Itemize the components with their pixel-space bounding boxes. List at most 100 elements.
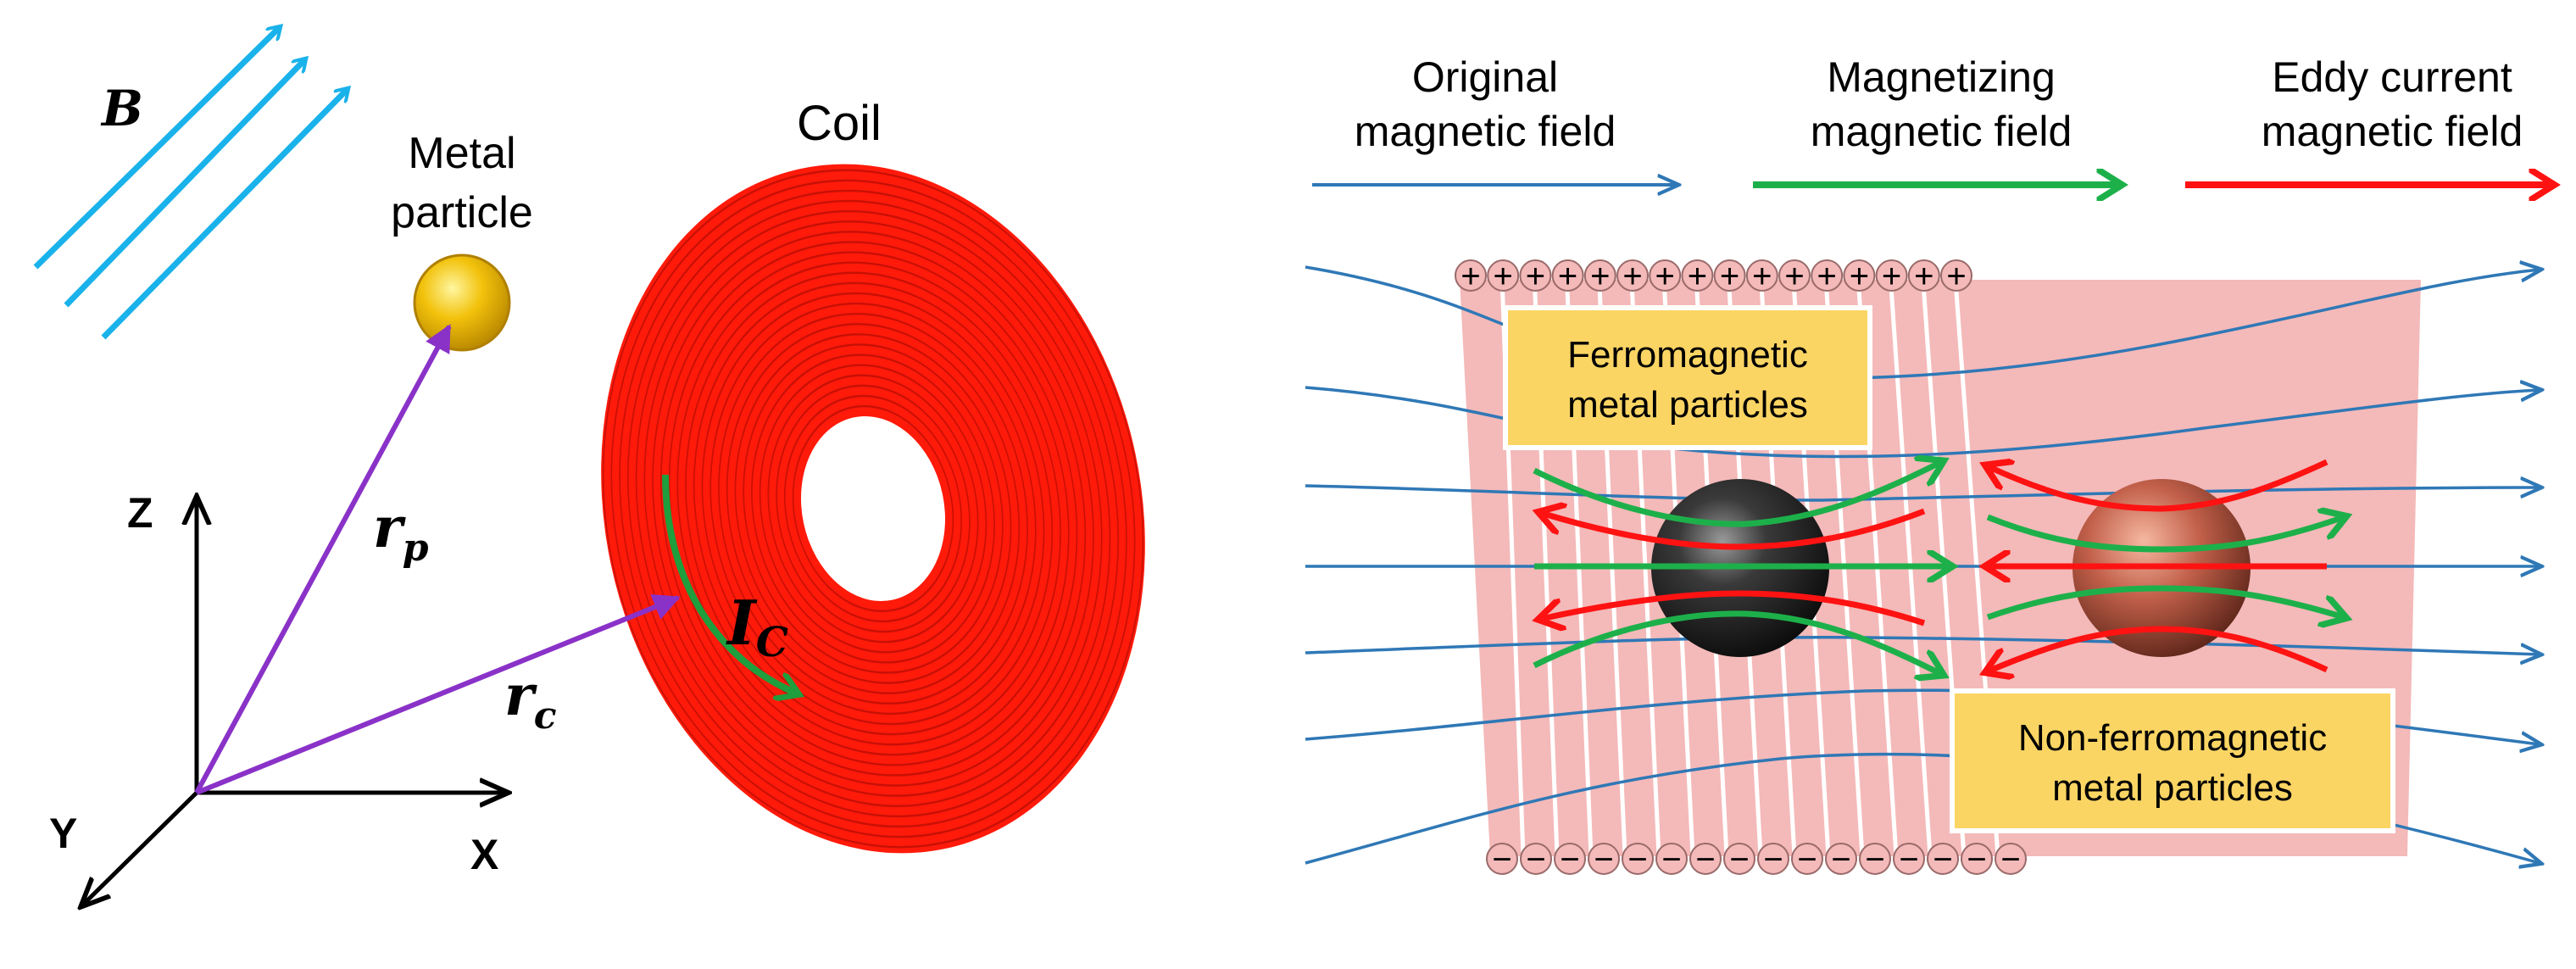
field-arrow (64, 59, 305, 308)
svg-text:+: + (1558, 258, 1577, 295)
ferromagnetic-label-box: Ferromagnetic metal particles (1503, 305, 1872, 450)
positive-charge: + (1940, 258, 1972, 295)
svg-text:−: − (1695, 841, 1715, 878)
field-label: B (100, 80, 143, 137)
coil-label: Coil (797, 96, 882, 151)
positive-charge: + (1907, 258, 1940, 295)
coil-winding (734, 333, 1012, 684)
svg-text:+: + (1817, 258, 1837, 295)
svg-text:−: − (1729, 841, 1749, 878)
negative-charge: − (1791, 841, 1823, 878)
right-panel: Original magnetic field Magnetizing magn… (1305, 53, 2551, 878)
magnetizing-field-line (1533, 610, 1941, 674)
field-line (1305, 387, 2540, 459)
svg-text:−: − (1492, 841, 1511, 878)
coil-winding (685, 271, 1061, 746)
negative-charge: − (1486, 841, 1518, 878)
particle-label-line2: particle (391, 188, 533, 237)
positive-charge: + (1811, 258, 1844, 295)
svg-text:−: − (1627, 841, 1647, 878)
ferromagnetic-label-line1: Ferromagnetic (1567, 334, 1808, 376)
field-arrow (101, 89, 348, 340)
y-axis-label: Y (49, 810, 77, 857)
coil-winding (792, 404, 954, 613)
svg-text:+: + (1784, 258, 1804, 295)
svg-text:−: − (1899, 841, 1918, 878)
particle-position-vector (194, 324, 452, 794)
ferromagnetic-label-line2: metal particles (1567, 384, 1808, 426)
svg-text:−: − (1560, 841, 1579, 878)
svg-text:+: + (1850, 258, 1869, 295)
coil-position-vector (195, 593, 681, 795)
positive-charge: + (1713, 258, 1746, 295)
positive-charge: + (1843, 258, 1876, 295)
negative-charge: − (1622, 841, 1654, 878)
coil-winding (602, 169, 1144, 849)
svg-text:−: − (1594, 841, 1613, 878)
negative-charge: − (1859, 841, 1891, 878)
legend-original-line2: magnetic field (1355, 108, 1616, 155)
positive-charge: + (1616, 258, 1649, 295)
legend-eddy-line2: magnetic field (2262, 108, 2523, 155)
negative-charge: − (1520, 841, 1552, 878)
nonferromagnetic-label-box: Non-ferromagnetic metal particles (1950, 688, 2395, 833)
positive-charge: + (1551, 258, 1584, 295)
eddy-field-line (1988, 462, 2328, 512)
coil-winding (726, 323, 1021, 694)
coil-position-label: rc (504, 662, 557, 738)
legend-magnetizing-line1: Magnetizing (1827, 53, 2056, 101)
svg-text:+: + (1752, 258, 1772, 295)
particle-label-line1: Metal (408, 129, 515, 178)
positive-charge: + (1778, 258, 1811, 295)
svg-text:−: − (1797, 841, 1817, 878)
eddy-field-line (1988, 626, 2328, 671)
legend-magnetizing-field: Magnetizing magnetic field (1753, 53, 2119, 185)
field-line (1305, 635, 2540, 654)
negative-charge: − (1723, 841, 1755, 878)
ferromagnetic-particle-group (1534, 462, 1950, 674)
negative-charge: − (1689, 841, 1722, 878)
svg-text:−: − (2000, 841, 2020, 878)
coil-winding (751, 354, 995, 664)
svg-text:+: + (1882, 258, 1901, 295)
svg-text:+: + (1914, 258, 1933, 295)
coil-winding (701, 292, 1045, 726)
positive-charge: + (1745, 258, 1778, 295)
legend-eddy-line1: Eddy current (2272, 53, 2512, 101)
svg-text:+: + (1720, 258, 1739, 295)
particle-position-label: rp (373, 494, 429, 570)
positive-charge: + (1519, 258, 1552, 295)
coil-winding (693, 281, 1054, 736)
metal-particle (413, 253, 511, 352)
negative-charge: − (1588, 841, 1620, 878)
legend-original-line1: Original (1412, 53, 1558, 101)
svg-text:+: + (1460, 258, 1480, 295)
svg-text:+: + (1655, 258, 1675, 295)
legend-magnetizing-line2: magnetic field (1811, 108, 2072, 155)
svg-text:−: − (1967, 841, 1986, 878)
negative-charge: − (1995, 841, 2027, 878)
left-panel: B Metal particle Coil IC Z X Y rp rc (33, 27, 1145, 907)
svg-text:+: + (1590, 258, 1610, 295)
coil-winding (718, 312, 1028, 705)
negative-charge: − (1757, 841, 1789, 878)
eddy-field-line (1541, 590, 1926, 623)
field-line (1305, 267, 2540, 380)
coil-winding (676, 261, 1070, 756)
positive-charge: + (1583, 258, 1616, 295)
negative-charge: − (1655, 841, 1688, 878)
nonferromagnetic-particle-group (1988, 462, 2344, 671)
field-arrow (33, 27, 280, 270)
negative-charge: − (1961, 841, 1993, 878)
svg-text:−: − (1831, 841, 1850, 878)
positive-charge: + (1875, 258, 1908, 295)
coil (601, 164, 1145, 854)
z-axis-label: Z (127, 489, 153, 537)
svg-text:+: + (1688, 258, 1707, 295)
legend-eddy-field: Eddy current magnetic field (2185, 53, 2551, 185)
coil-winding (767, 374, 979, 643)
svg-text:−: − (1526, 841, 1545, 878)
magnetizing-field-line (1533, 462, 1941, 527)
negative-charge: − (1927, 841, 1959, 878)
